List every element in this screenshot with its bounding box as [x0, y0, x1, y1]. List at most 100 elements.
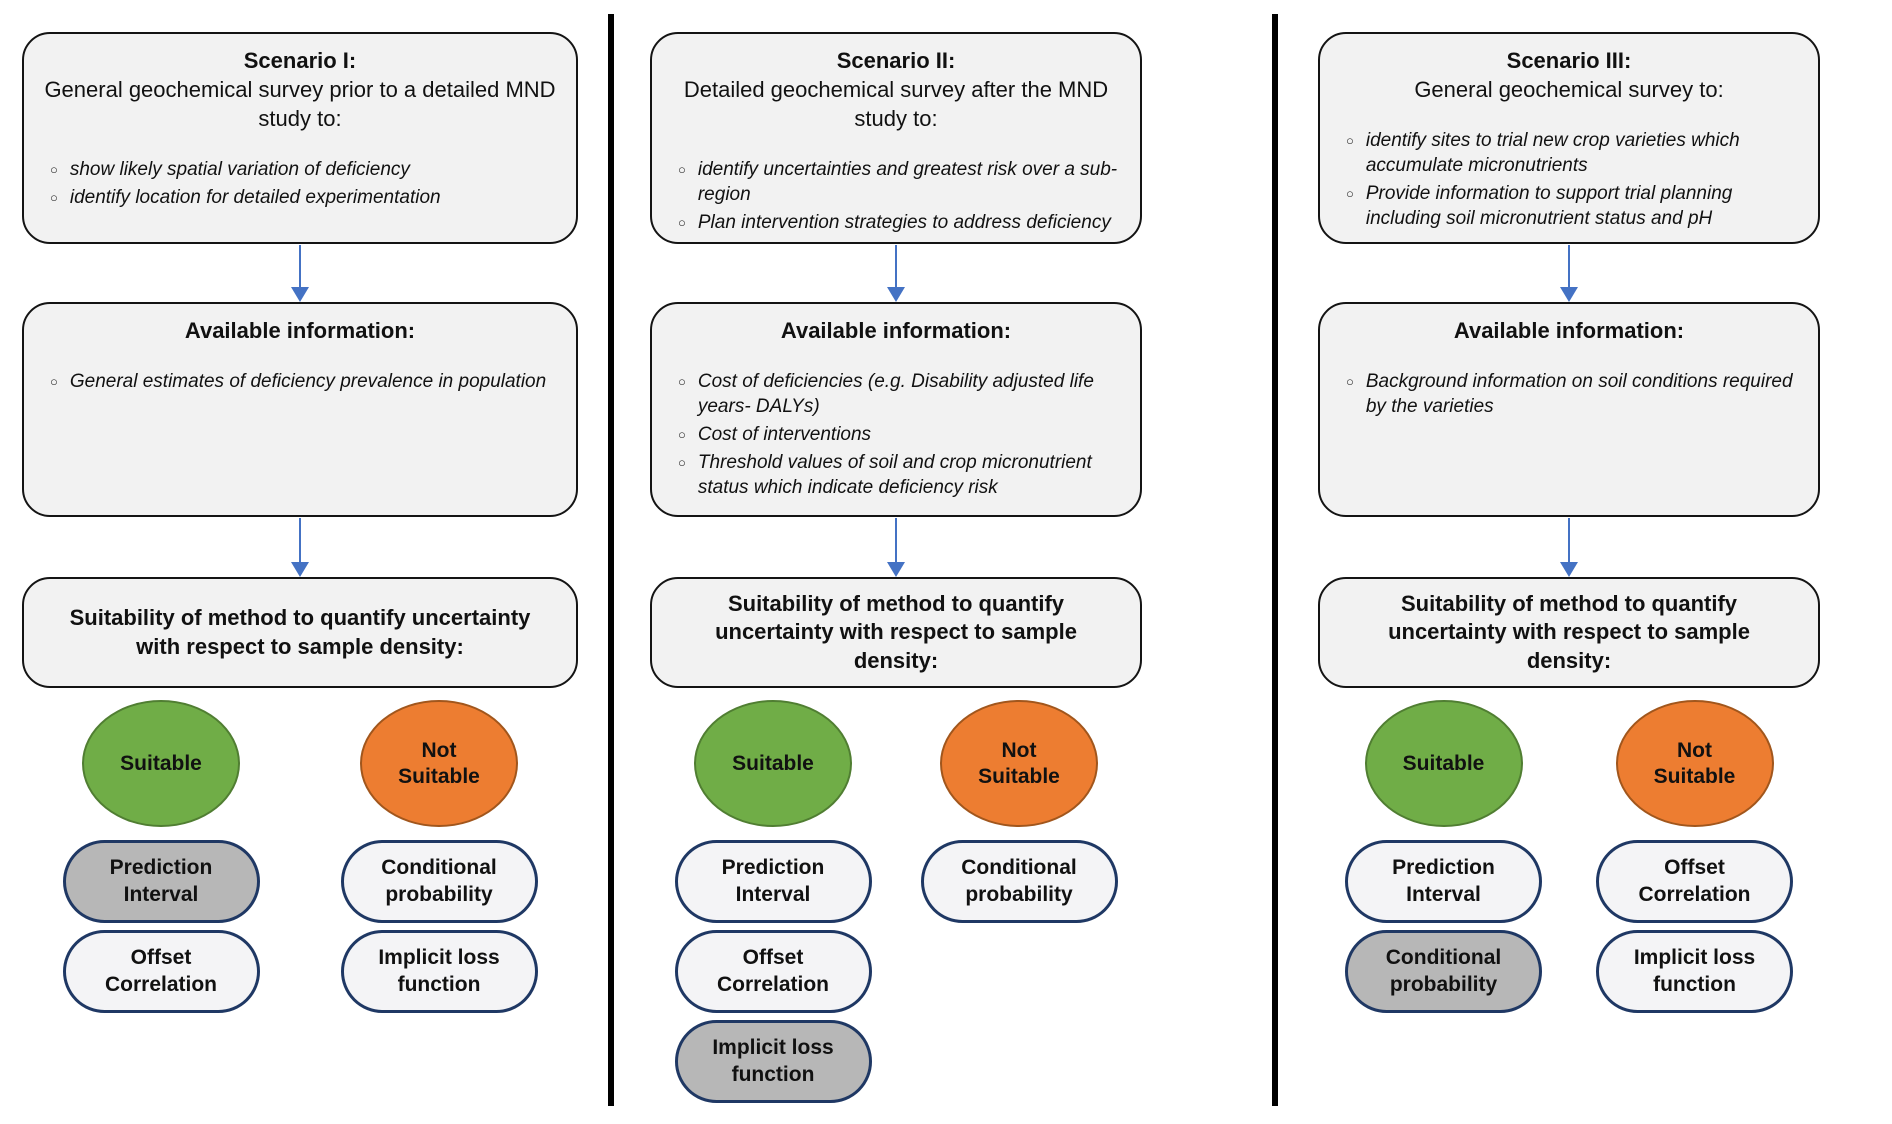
suitable-label: Suitable: [732, 751, 814, 775]
method-pill-prediction-interval: Prediction Interval: [1345, 840, 1542, 923]
method-pill-offset-correlation: Offset Correlation: [674, 930, 872, 1013]
scenario-goal-list: identify uncertainties and greatest risk…: [668, 157, 1124, 235]
suitability-results: Suitable Prediction Interval Offset Corr…: [22, 700, 578, 1013]
scenario-title: Scenario III:: [1506, 48, 1632, 73]
scenario-heading: Scenario II: Detailed geochemical survey…: [668, 46, 1124, 133]
list-item: General estimates of deficiency prevalen…: [48, 369, 560, 394]
arrow-head: [291, 287, 309, 302]
method-pill-implicit-loss-function: Implicit loss function: [1596, 930, 1793, 1013]
scenario-ii-column: Scenario II: Detailed geochemical survey…: [650, 0, 1142, 1124]
available-heading: Available information:: [40, 316, 560, 345]
suitability-results: Suitable Prediction Interval Conditional…: [1318, 700, 1820, 1013]
scenario-box: Scenario I: General geochemical survey p…: [22, 32, 578, 244]
suitability-title: Suitability of method to quantify uncert…: [715, 590, 1077, 673]
scenario-heading: Scenario I: General geochemical survey p…: [40, 46, 560, 133]
list-item: identify uncertainties and greatest risk…: [676, 157, 1124, 207]
available-heading: Available information:: [668, 316, 1124, 345]
available-title: Available information:: [184, 318, 416, 343]
arrow-head: [1560, 287, 1578, 302]
list-item: Background information on soil condition…: [1344, 369, 1802, 419]
scenario-title: Scenario I:: [243, 48, 357, 73]
arrow-shaft: [298, 245, 302, 287]
scenario-subtitle: General geochemical survey prior to a de…: [44, 77, 556, 132]
not-suitable-stack: Not Suitable Offset Correlation Implicit…: [1569, 700, 1820, 1013]
list-item: show likely spatial variation of deficie…: [48, 157, 560, 182]
scenario-box: Scenario II: Detailed geochemical survey…: [650, 32, 1142, 244]
method-pill-implicit-loss-function: Implicit loss function: [340, 930, 538, 1013]
method-pill-offset-correlation: Offset Correlation: [1596, 840, 1793, 923]
suitability-title: Suitability of method to quantify uncert…: [1388, 590, 1750, 673]
available-info-list: General estimates of deficiency prevalen…: [40, 369, 560, 394]
available-info-list: Cost of deficiencies (e.g. Disability ad…: [668, 369, 1124, 500]
list-item: Cost of interventions: [676, 422, 1124, 447]
not-suitable-stack: Not Suitable Conditional probability Imp…: [300, 700, 578, 1013]
method-pill-prediction-interval: Prediction Interval: [62, 840, 260, 923]
list-item: Provide information to support trial pla…: [1344, 181, 1802, 231]
suitability-box: Suitability of method to quantify uncert…: [22, 577, 578, 688]
suitability-box: Suitability of method to quantify uncert…: [1318, 577, 1820, 688]
available-heading: Available information:: [1336, 316, 1802, 345]
available-information-box: Available information: Cost of deficienc…: [650, 302, 1142, 517]
available-title: Available information:: [780, 318, 1012, 343]
scenario-box: Scenario III: General geochemical survey…: [1318, 32, 1820, 244]
not-suitable-label: Not Suitable: [398, 739, 480, 788]
not-suitable-oval: Not Suitable: [360, 700, 518, 827]
down-arrow-icon: [1560, 245, 1578, 302]
not-suitable-label: Not Suitable: [1653, 739, 1736, 788]
scenario-goal-list: identify sites to trial new crop varieti…: [1336, 128, 1802, 231]
arrow-shaft: [298, 518, 302, 562]
down-arrow-icon: [291, 518, 309, 577]
suitable-label: Suitable: [1402, 751, 1485, 775]
arrow-head: [1560, 562, 1578, 577]
column-divider: [608, 14, 614, 1106]
down-arrow-icon: [887, 245, 905, 302]
list-item: Plan intervention strategies to address …: [676, 210, 1124, 235]
suitable-oval: Suitable: [694, 700, 852, 827]
down-arrow-icon: [887, 518, 905, 577]
list-item: Threshold values of soil and crop micron…: [676, 450, 1124, 500]
arrow-shaft: [894, 518, 898, 562]
method-pill-implicit-loss-function: Implicit loss function: [674, 1020, 872, 1103]
arrow-head: [887, 287, 905, 302]
list-item: identify location for detailed experimen…: [48, 185, 560, 210]
suitable-stack: Suitable Prediction Interval Offset Corr…: [22, 700, 300, 1013]
list-item: Cost of deficiencies (e.g. Disability ad…: [676, 369, 1124, 419]
available-info-list: Background information on soil condition…: [1336, 369, 1802, 419]
not-suitable-oval: Not Suitable: [1615, 700, 1774, 827]
arrow-shaft: [1567, 245, 1571, 287]
scenario-subtitle: Detailed geochemical survey after the MN…: [683, 77, 1109, 132]
scenario-heading: Scenario III: General geochemical survey…: [1336, 46, 1802, 104]
available-title: Available information:: [1453, 318, 1685, 343]
method-pill-offset-correlation: Offset Correlation: [62, 930, 260, 1013]
arrow-head: [887, 562, 905, 577]
not-suitable-stack: Not Suitable Conditional probability: [896, 700, 1142, 1103]
scenario-i-column: Scenario I: General geochemical survey p…: [22, 0, 578, 1124]
method-pill-prediction-interval: Prediction Interval: [674, 840, 872, 923]
available-information-box: Available information: Background inform…: [1318, 302, 1820, 517]
available-information-box: Available information: General estimates…: [22, 302, 578, 517]
method-pill-conditional-probability: Conditional probability: [340, 840, 538, 923]
scenario-iii-column: Scenario III: General geochemical survey…: [1318, 0, 1820, 1124]
scenario-title: Scenario II:: [836, 48, 956, 73]
down-arrow-icon: [1560, 518, 1578, 577]
suitable-oval: Suitable: [1364, 700, 1523, 827]
suitability-title: Suitability of method to quantify uncert…: [69, 604, 531, 659]
arrow-shaft: [1567, 518, 1571, 562]
down-arrow-icon: [291, 245, 309, 302]
method-pill-conditional-probability: Conditional probability: [1345, 930, 1542, 1013]
column-divider: [1272, 14, 1278, 1106]
scenario-goal-list: show likely spatial variation of deficie…: [40, 157, 560, 210]
not-suitable-label: Not Suitable: [978, 739, 1060, 788]
list-item: identify sites to trial new crop varieti…: [1344, 128, 1802, 178]
method-pill-conditional-probability: Conditional probability: [920, 840, 1118, 923]
suitability-box: Suitability of method to quantify uncert…: [650, 577, 1142, 688]
suitable-stack: Suitable Prediction Interval Conditional…: [1318, 700, 1569, 1013]
not-suitable-oval: Not Suitable: [940, 700, 1098, 827]
arrow-head: [291, 562, 309, 577]
suitable-stack: Suitable Prediction Interval Offset Corr…: [650, 700, 896, 1103]
scenario-subtitle: General geochemical survey to:: [1414, 77, 1724, 103]
suitable-label: Suitable: [120, 751, 202, 775]
arrow-shaft: [894, 245, 898, 287]
suitable-oval: Suitable: [82, 700, 240, 827]
